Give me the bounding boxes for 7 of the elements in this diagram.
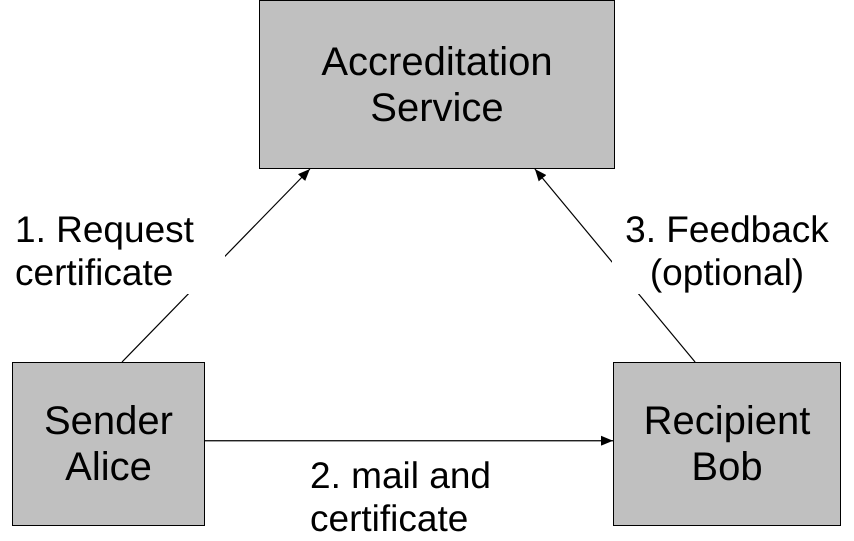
process-box: [259, 0, 615, 169]
node-label: Accreditation Service: [320, 38, 554, 130]
node-label: Recipient Bob: [642, 398, 812, 490]
process-box: [12, 362, 205, 526]
node-label: Sender Alice: [43, 398, 174, 490]
arrow: [205, 436, 613, 446]
process-box: [613, 362, 841, 526]
